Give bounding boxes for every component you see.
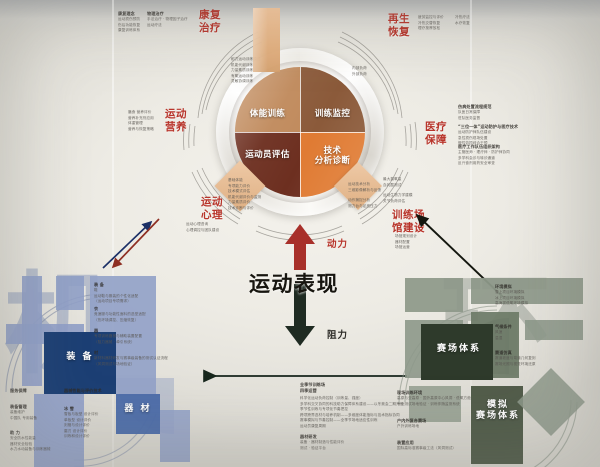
- venue-cluster: 环 赛场体系 模拟 赛场体系 环境模拟 雪上项目环境模拟 冰上项目环境模拟 高海…: [375, 272, 600, 467]
- venue-block-f: [471, 386, 523, 464]
- bottom-note-0-lines: 科学化运动负荷控制（训练量、强度） 多学科交叉协同的科技助力保障体系建设——以冬…: [300, 396, 404, 428]
- note-rehab-0-title: 康复理念: [118, 11, 135, 16]
- venue-wedge: [421, 324, 493, 380]
- quadrant-label-assessment: 运动员评估: [245, 150, 290, 160]
- venue-block-h: [409, 386, 461, 422]
- equip-note-7-title: 器械性能与评价技术: [64, 388, 102, 393]
- equip-note-2-title: 器: [94, 328, 99, 333]
- venue-note-2-lines: 赛道坡度与弯道几何复刻 赛场光照与视觉环境还原: [495, 356, 536, 366]
- note-monitor-top: 内部负荷 外部负荷: [352, 66, 367, 76]
- equip-note-4-title: 服务保障: [10, 388, 27, 393]
- section-heading-nutrition[interactable]: 运动 营养: [165, 108, 187, 134]
- driving-force-label: 动力: [327, 239, 349, 250]
- bottom-note-1-lines: 装备 · 器材制造与性能评价 测试 · 验证平台: [300, 440, 345, 450]
- note-tech-right-2: 动作捕捉分析 测力台与足底压力: [348, 198, 378, 208]
- note-venue-lines: 场馆规划设计 器材配置 场馆运营: [395, 234, 418, 250]
- note-fitness-top: 耐力运动训练模式 机能代谢训练 力量素质训练 有氧运动训练 灵敏协调训练: [231, 57, 261, 84]
- note-assess-left: 基础体能 专项能力评价 技术模式评估 机能代谢评价与监测 力量素质评价 技术诊断…: [228, 178, 262, 210]
- note-psychology-lines: 运动心理咨询 心理调控与团队建设: [186, 222, 220, 232]
- wheel-feed-band: [253, 8, 280, 72]
- venue-note-4-title: 户内外复合赛场: [397, 418, 427, 423]
- note-medical-0-title: 伤病处置流程规范: [458, 104, 492, 109]
- tile-label-sim-arena: 模拟 赛场体系: [475, 400, 520, 422]
- venue-note-5-lines: 国际高标准赛事级工法（风洞测试）: [397, 446, 457, 450]
- tile-label-equipment: 装 备: [66, 352, 94, 362]
- note-nutrition-lines: 膳食 营养评价 营养补充剂应用 体重管理 营养与恢复策略: [128, 110, 154, 131]
- left-diagonal-arrows: [102, 218, 160, 269]
- equip-note-1-lines: 竞速服与功能性面料的选型适配 （热环境调控、压缩恢复）: [94, 312, 146, 322]
- equip-note-0-lines: 鞋 运动鞋与服装的个性化适配 （运动项目专项需求）: [94, 288, 139, 304]
- venue-block-b: [471, 278, 583, 304]
- note-regen-1-lines: 冷热疗法 水疗恢复: [455, 15, 470, 25]
- venue-note-1-lines: 风速 温湿: [495, 330, 503, 340]
- note-regen-0-lines: 疲劳监控与评价 冷热交替恢复 理疗按摩放松: [418, 15, 444, 31]
- equip-note-8-lines: 雪板与板型 设计评价 单板型 设计评价 刻蜡与设计评价 磨刃 设计评价 训练和设…: [64, 412, 99, 439]
- equip-note-6-title: 助 力: [10, 430, 20, 435]
- section-heading-psychology[interactable]: 运动 心理: [201, 196, 223, 222]
- note-tech-right-3: 最大摄氧量 血乳酸测试: [383, 177, 402, 187]
- tile-label-gear: 器 材: [124, 404, 152, 414]
- equip-note-3-title: 材: [94, 350, 99, 355]
- quadrant-label-fitness: 体能训练: [249, 108, 286, 119]
- quadrant-label-monitoring: 训练监控: [314, 108, 351, 119]
- venue-note-0-title: 环境模拟: [495, 284, 512, 289]
- page-title: 运动表现: [249, 272, 339, 296]
- venue-note-5-title: 装置应用: [397, 440, 414, 445]
- equip-note-3-lines: 新材料器材研发与赛事级装备的测试认证流程 （风洞测试与场地验证）: [94, 356, 168, 366]
- venue-block-e: [525, 320, 583, 340]
- section-heading-medical[interactable]: 医疗 保障: [425, 121, 447, 147]
- venue-note-3-title: 现场训练环境: [397, 390, 423, 395]
- note-tech-right-1: 运动技术分析 三维影像解析与反馈: [348, 182, 382, 192]
- note-medical-2-lines: 主管医师 · 理疗师 · 防护师协同 多学科会诊与转诊通道 反兴奋剂用药安全审查: [458, 150, 510, 166]
- equipment-block-f: [116, 394, 160, 434]
- venue-note-3-lines: 高原与亚高原 · 国外高原中心风洞 · 低氧方舱 专业测试场地验证 · 训练伴随…: [397, 396, 471, 406]
- equipment-wedge: [44, 332, 116, 394]
- bottom-note-0-title: 全季节训练场 四季运营: [300, 382, 326, 394]
- equip-note-8-title: 冰 雪: [64, 406, 74, 411]
- equip-note-1-title: 衣: [94, 306, 99, 311]
- quadrant-training-monitoring[interactable]: 训练监控: [300, 67, 365, 132]
- equip-note-6-lines: 安全防水性能量 器材安全检验 水力水动装备与训练器械: [10, 436, 51, 452]
- note-medical-2-title: 医疗工作队伍组织架构: [458, 144, 500, 149]
- resistance-label: 阻力: [327, 330, 349, 341]
- photo-glare: [0, 0, 600, 34]
- equipment-cluster: 机 装 备 器 材 装 备 鞋 运动鞋与服装的个性化适配 （运动项目专项需求） …: [0, 270, 225, 467]
- quadrant-label-technical: 技术 分析诊断: [314, 146, 351, 167]
- note-rehab-0-lines: 运动损伤预防 伤后功能恢复 康复训练体系: [118, 17, 141, 33]
- equipment-block-b: [56, 276, 84, 310]
- note-rehab-1-lines: 手法治疗 · 物理因子治疗 运动疗法: [147, 17, 188, 27]
- note-medical-1-lines: 运动防护师队伍建设 急性损伤现场处置 慢性劳损综合干预: [458, 130, 492, 146]
- equip-note-5-lines: 装备维护 中国队 专用装备: [10, 410, 38, 420]
- equip-note-5-title: 装备管理: [10, 404, 27, 409]
- venue-note-4-lines: 户外训练场地: [397, 424, 420, 428]
- equip-note-0-title: 装 备: [94, 282, 104, 287]
- note-rehab-1-title: 物理治疗: [147, 11, 164, 16]
- axis-arrows: [285, 224, 315, 346]
- venue-note-2-title: 赛道仿真: [495, 350, 512, 355]
- note-medical-0-lines: 队医日常保障 驻队医务监督: [458, 110, 481, 120]
- bottom-note-1-title: 器材研发: [300, 434, 317, 439]
- note-tech-right-4: 运动生物力学建模 关节负荷评估: [383, 193, 413, 203]
- resistance-arrow: [285, 284, 315, 346]
- venue-note-0-lines: 雪上项目环境模拟 冰上项目环境模拟 高海拔低氧环境模拟: [495, 290, 529, 306]
- note-medical-1-title: “三位一体”运动防护与医疗技术: [458, 124, 519, 129]
- section-heading-regen[interactable]: 再生 恢复: [388, 13, 410, 39]
- quadrant-divider-horizontal: [235, 132, 365, 133]
- venue-note-1-title: 气候条件: [495, 324, 512, 329]
- feedback-loop-arrow: [203, 369, 407, 383]
- equip-note-2-lines: 专项训练器械与辅助装置配置 （阻力器械 · 牵引系统）: [94, 334, 143, 344]
- equipment-block-g: [160, 410, 190, 462]
- venue-block-a: [405, 278, 463, 312]
- section-heading-rehab[interactable]: 康复 治疗: [199, 9, 221, 35]
- quadrant-fitness-training[interactable]: 体能训练: [235, 67, 300, 132]
- tile-label-arena: 赛场体系: [436, 344, 481, 354]
- equipment-block-e: [34, 394, 84, 467]
- driving-force-arrow: [285, 224, 315, 270]
